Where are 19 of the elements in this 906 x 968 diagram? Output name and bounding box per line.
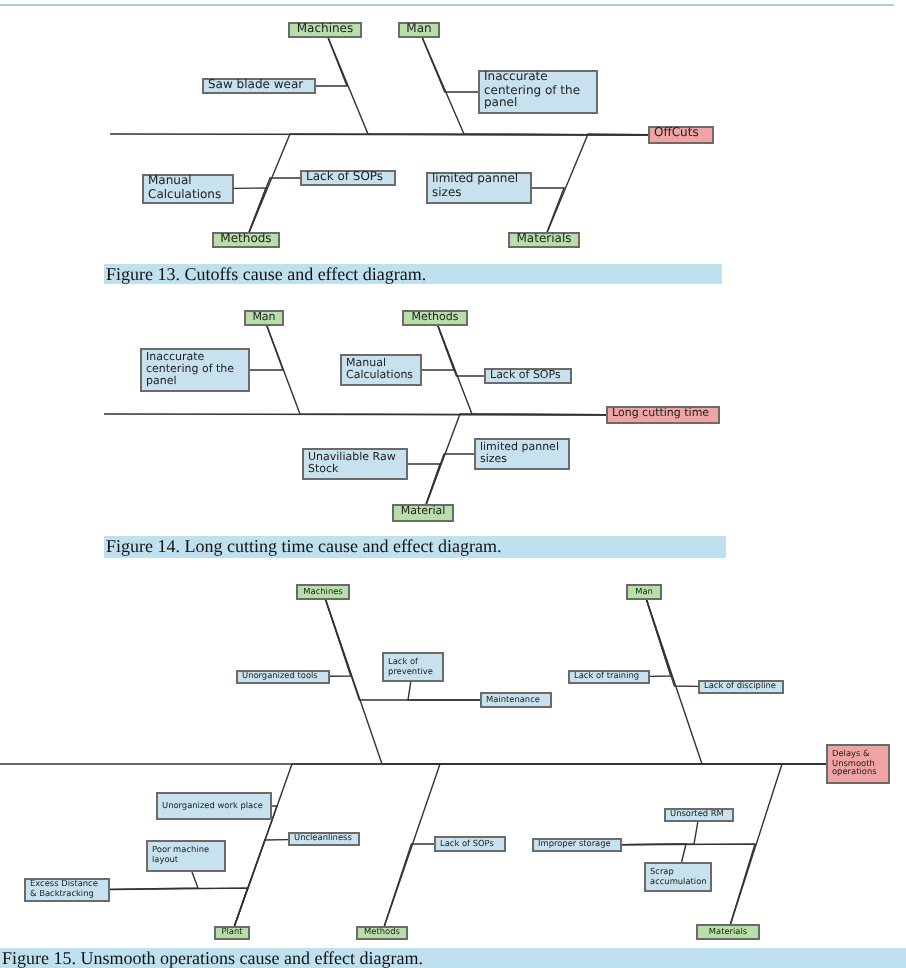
bone-line bbox=[645, 599, 699, 688]
bone-line bbox=[425, 453, 475, 505]
bone-line bbox=[383, 843, 435, 927]
bone-line bbox=[233, 187, 268, 233]
figure-caption: Figure 13. Cutoffs cause and effect diagram. bbox=[104, 264, 722, 284]
bone-line bbox=[425, 413, 607, 505]
bone-line bbox=[248, 133, 649, 233]
bone-line bbox=[407, 681, 481, 701]
bone-line bbox=[531, 187, 565, 233]
bone-line bbox=[546, 133, 649, 233]
bone-line bbox=[248, 177, 301, 233]
bone-line bbox=[109, 871, 199, 891]
bone-line bbox=[421, 37, 479, 93]
bone-line bbox=[249, 325, 284, 371]
figure-caption: Figure 15. Unsmooth operations cause and effect diagram. bbox=[0, 948, 906, 968]
bone-line bbox=[437, 325, 485, 377]
figure-caption: Figure 14. Long cutting time cause and effect diagram. bbox=[104, 536, 726, 558]
bone-line bbox=[621, 843, 687, 863]
bone-line bbox=[315, 37, 349, 87]
